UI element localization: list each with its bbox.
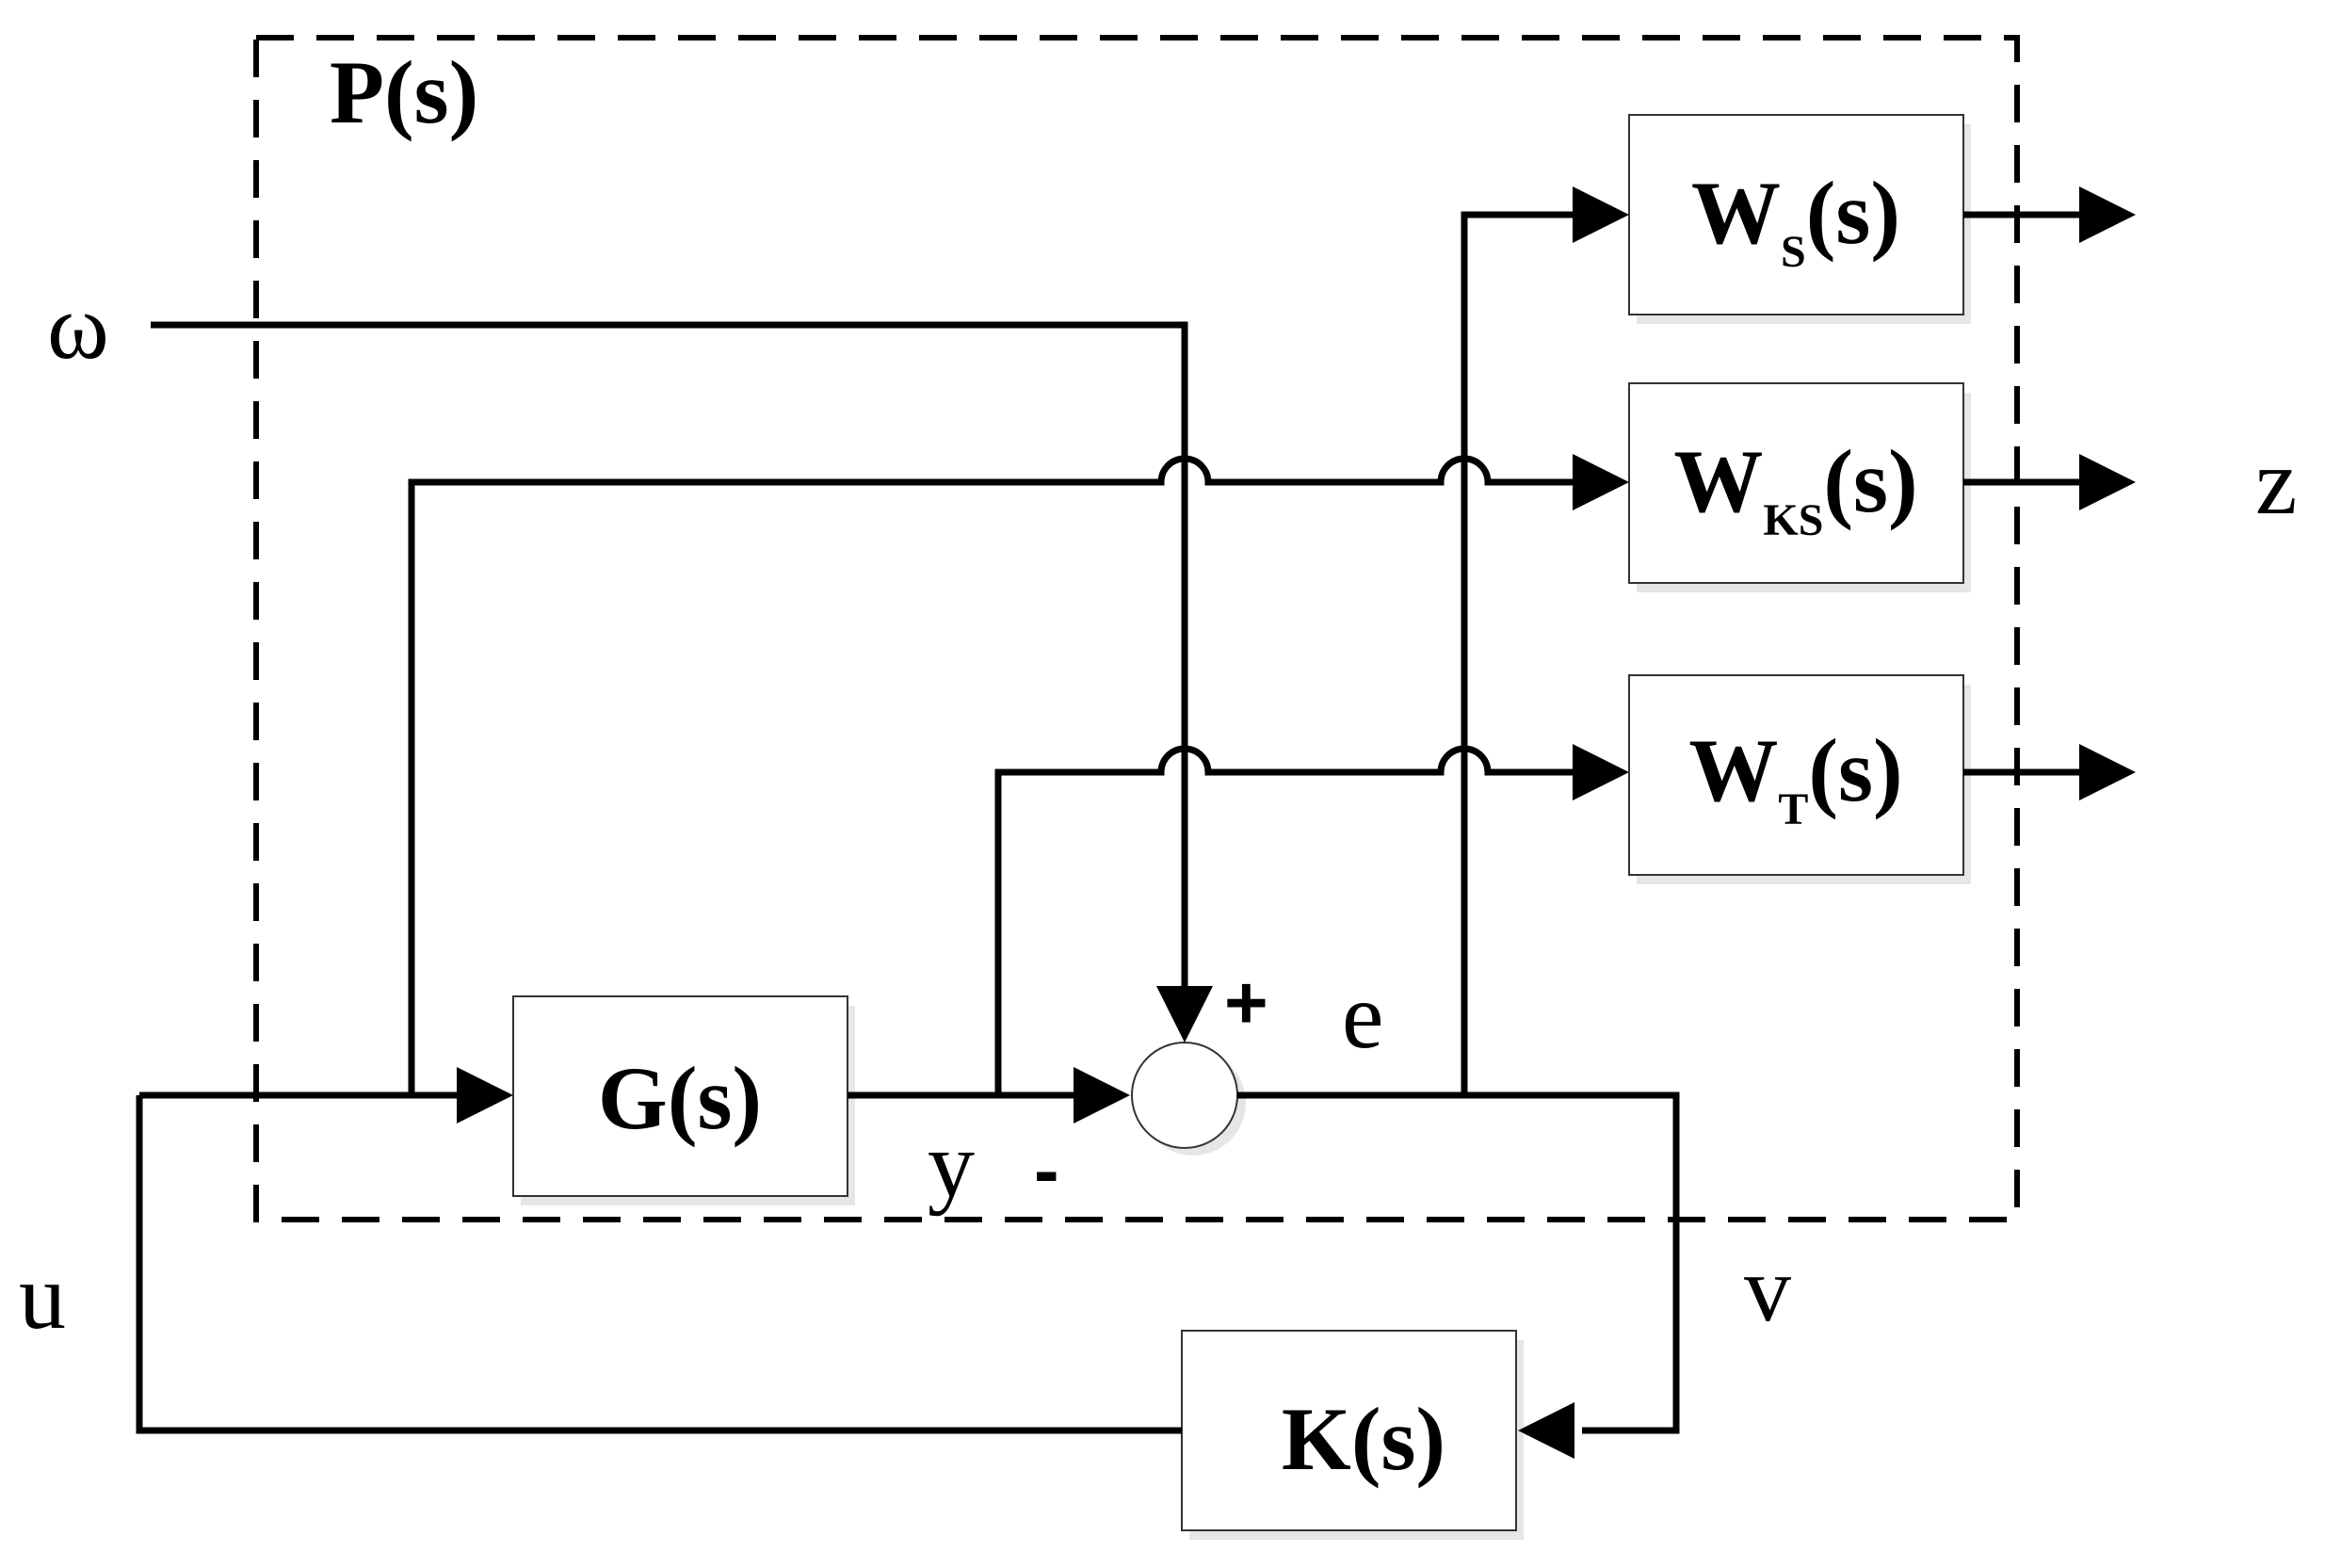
z-label: z bbox=[2255, 429, 2297, 534]
y-label: y bbox=[928, 1112, 975, 1217]
wt-block bbox=[1628, 674, 1964, 876]
k-block bbox=[1181, 1330, 1517, 1531]
g-block bbox=[512, 995, 848, 1197]
arrowhead-ws-output bbox=[2079, 186, 2136, 243]
v-label: v bbox=[1744, 1237, 1791, 1341]
arrowhead-into-junction-left bbox=[1074, 1067, 1130, 1123]
arrowhead-wt-output bbox=[2079, 744, 2136, 800]
wt-block-label: WT(s) bbox=[1688, 720, 1902, 834]
k-block-label: K(s) bbox=[1282, 1389, 1445, 1489]
arrowhead-into-ws bbox=[1573, 186, 1629, 243]
ws-block bbox=[1628, 114, 1964, 315]
wks-block bbox=[1628, 382, 1964, 584]
ws-block-label: WS(s) bbox=[1691, 163, 1900, 277]
arrowhead-into-k bbox=[1518, 1402, 1574, 1459]
u-branch-to-wks bbox=[408, 455, 1577, 1095]
plus-sign: + bbox=[1224, 961, 1268, 1044]
e-branch-to-ws bbox=[1461, 211, 1577, 1095]
plant-frame-label: P(s) bbox=[330, 42, 478, 142]
plant-frame bbox=[253, 35, 2020, 1222]
omega-label: ω bbox=[47, 274, 109, 379]
y-branch-to-wt bbox=[994, 745, 1577, 1095]
arrowhead-into-g bbox=[457, 1067, 513, 1123]
feedback-u-line bbox=[136, 1095, 1182, 1434]
u-label: u bbox=[19, 1244, 66, 1349]
minus-sign: - bbox=[1034, 1128, 1059, 1212]
summing-junction bbox=[1131, 1042, 1238, 1149]
omega-signal-line bbox=[151, 321, 1188, 998]
arrowhead-wks-output bbox=[2079, 454, 2136, 510]
wks-block-label: WKS(s) bbox=[1673, 431, 1917, 545]
arrowhead-into-wks bbox=[1573, 454, 1629, 510]
arrowhead-into-junction-top bbox=[1156, 986, 1213, 1043]
e-label: e bbox=[1342, 963, 1383, 1068]
e-signal-line bbox=[1237, 1091, 1680, 1434]
arrowhead-into-wt bbox=[1573, 744, 1629, 800]
g-block-label: G(s) bbox=[598, 1048, 762, 1148]
